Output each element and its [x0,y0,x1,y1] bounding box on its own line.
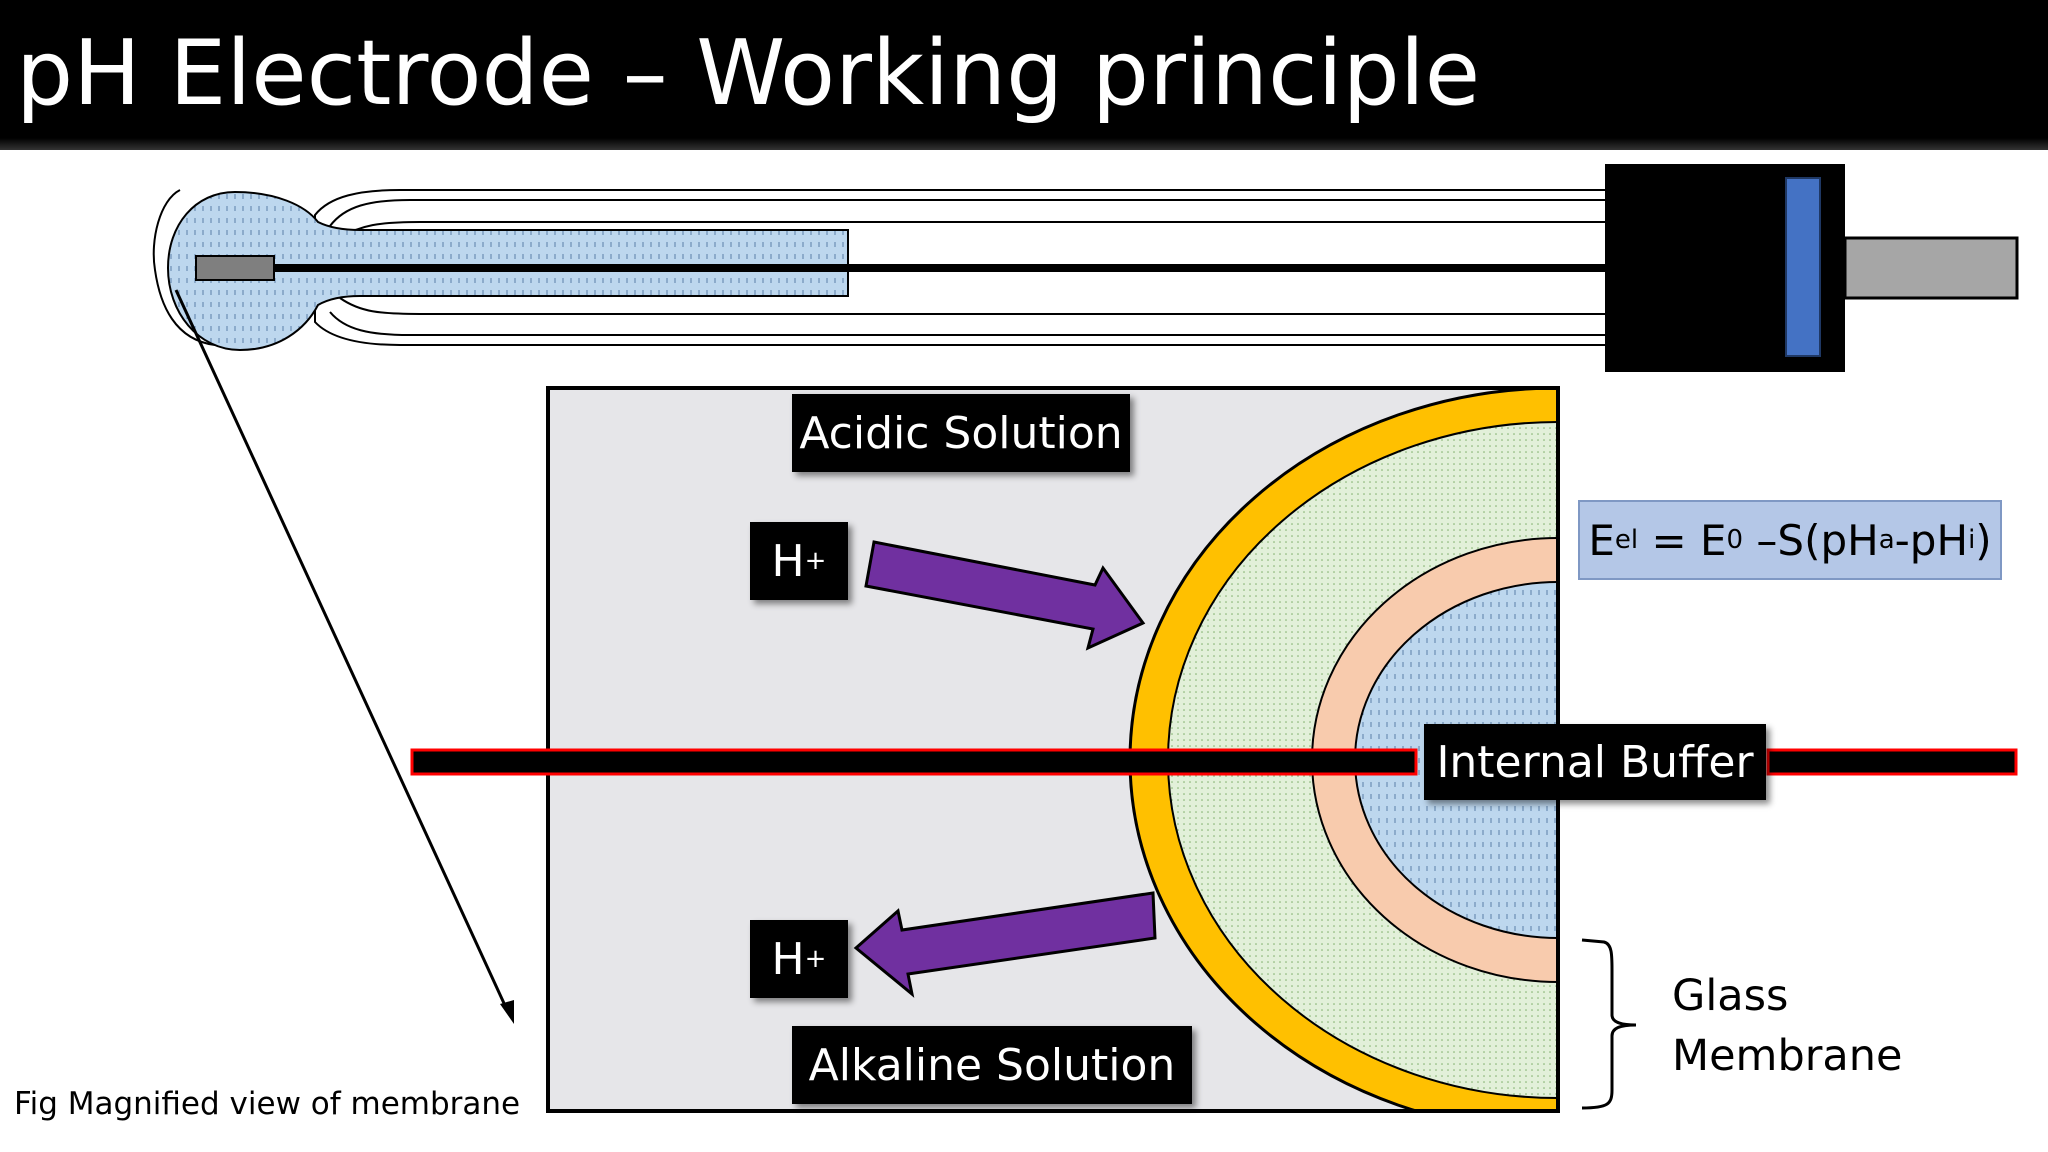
inner-wire [270,264,1610,272]
h-ion-bottom-text: H [771,933,805,985]
page-title: pH Electrode – Working principle [16,21,1481,126]
cap-insert [1785,177,1821,357]
h-ion-top-charge: + [804,546,827,576]
internal-buffer-text: Internal Buffer [1436,736,1754,788]
connector-pin [1843,236,2019,300]
electrode-body [152,164,2019,372]
alkaline-solution-label: Alkaline Solution [792,1026,1192,1104]
internal-buffer-label: Internal Buffer [1424,724,1766,800]
arrow-h-out [853,891,1157,998]
glass-membrane-brace [1581,938,1637,1110]
h-ion-top-text: H [771,535,805,587]
eq-e0-sup: 0 [1726,525,1744,555]
acidic-solution-label: Acidic Solution [792,394,1130,472]
glass-membrane-line2: Membrane [1672,1031,1903,1081]
glass-membrane-line1: Glass [1672,971,1789,1021]
eq-a-sub: a [1878,525,1895,555]
arrow-h-in [864,540,1146,651]
reference-element [195,255,275,281]
eq-equals: = E [1638,515,1727,565]
eq-close: ) [1975,515,1992,565]
eq-slope: –S(pH [1743,515,1879,565]
glass-membrane-label: Glass Membrane [1672,966,1902,1086]
h-ion-bottom-label: H+ [750,920,848,998]
eq-minus-ph: -pH [1894,515,1969,565]
magnify-line [174,289,510,1013]
eq-e-sub: el [1614,525,1639,555]
h-ion-bottom-charge: + [804,944,827,974]
alkaline-solution-text: Alkaline Solution [808,1039,1176,1091]
eq-e: E [1588,515,1615,565]
magnify-arrowhead [500,1000,514,1024]
acidic-solution-text: Acidic Solution [799,407,1123,459]
h-ion-top-label: H+ [750,522,848,600]
figure-caption: Fig Magnified view of membrane [14,1086,521,1122]
wire-left [410,748,1418,776]
wire-right [1766,748,2018,776]
eq-i-sub: i [1968,525,1976,555]
title-bar: pH Electrode – Working principle [0,0,2048,150]
